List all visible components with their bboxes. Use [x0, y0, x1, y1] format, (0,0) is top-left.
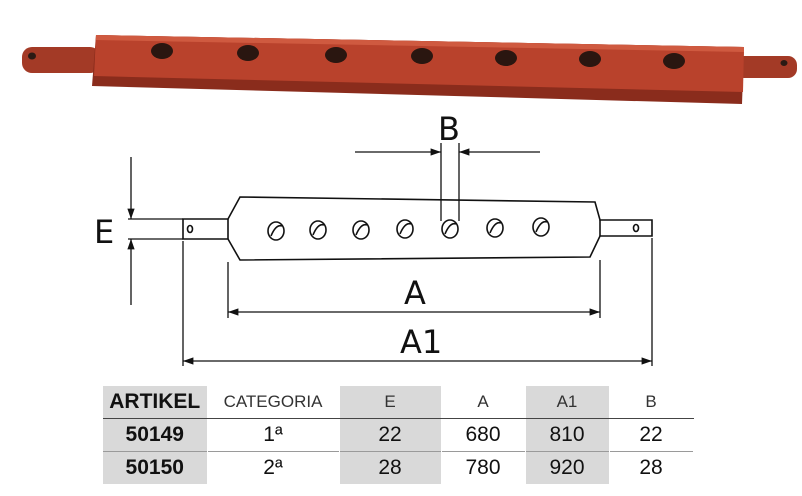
cell-e: 28: [339, 451, 442, 484]
product-photo: [22, 35, 797, 104]
cell-e: 22: [339, 418, 442, 452]
header-a1: A1: [525, 386, 610, 419]
header-artikel: ARTIKEL: [103, 386, 208, 419]
cell-artikel: 50149: [103, 418, 208, 452]
cell-categoria: 1ª: [207, 418, 340, 452]
table-row: 50149 1ª 22 680 810 22: [103, 418, 694, 452]
header-e: E: [339, 386, 442, 419]
cell-a1: 810: [525, 418, 610, 452]
header-categoria: CATEGORIA: [207, 386, 340, 419]
drawbar-holes: [151, 43, 685, 69]
right-pin: [735, 56, 797, 78]
dimension-b: [355, 143, 540, 221]
dimension-a: [227, 260, 601, 318]
dimension-drawing: B E A A1: [94, 110, 653, 366]
table-row: 50150 2ª 28 780 920 28: [103, 451, 694, 484]
label-a: A: [404, 274, 426, 312]
label-e: E: [94, 213, 114, 251]
cell-a: 780: [441, 451, 526, 484]
header-a: A: [441, 386, 526, 419]
cell-artikel: 50150: [103, 451, 208, 484]
cell-b: 22: [609, 418, 694, 452]
drawbar-outline: [182, 196, 653, 261]
dimension-e: [127, 157, 183, 305]
cell-a: 680: [441, 418, 526, 452]
label-a1: A1: [400, 323, 442, 361]
left-pin: [22, 47, 100, 73]
cell-a1: 920: [525, 451, 610, 484]
header-b: B: [609, 386, 694, 419]
label-b: B: [438, 110, 460, 148]
cell-b: 28: [609, 451, 694, 484]
table-header-row: ARTIKEL CATEGORIA E A A1 B: [103, 386, 694, 419]
dimension-a1: [182, 238, 653, 366]
spec-table: ARTIKEL CATEGORIA E A A1 B 50149 1ª 22 6…: [103, 386, 694, 484]
drawing-holes: [267, 217, 550, 241]
cell-categoria: 2ª: [207, 451, 340, 484]
